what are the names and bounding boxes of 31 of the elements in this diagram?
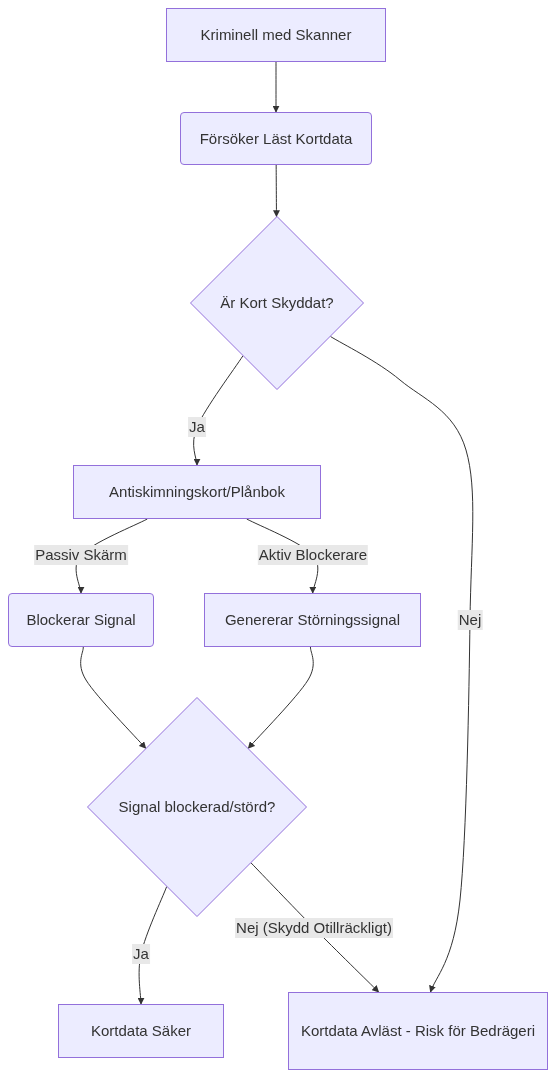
node-text: Signal blockerad/störd? <box>117 797 277 817</box>
arrow <box>272 61 280 113</box>
edge-label: Passiv Skärm <box>34 545 128 565</box>
node-text: Blockerar Signal <box>25 610 137 630</box>
arrow <box>330 336 474 993</box>
node-text: Antiskimningskort/Plånbok <box>108 482 286 502</box>
arrow <box>193 355 244 466</box>
node-text: Är Kort Skyddat? <box>219 293 335 313</box>
arrow <box>137 886 168 1005</box>
node-text: Kriminell med Skanner <box>199 25 353 45</box>
edge-label: Nej <box>457 610 483 630</box>
process-box <box>58 1004 224 1058</box>
edge-label: Nej (Skydd Otillräckligt) <box>235 918 393 938</box>
arrow <box>272 164 280 218</box>
process-box <box>180 112 372 165</box>
node-text: Genererar Störningssignal <box>223 610 402 630</box>
edge-label: Ja <box>132 944 150 964</box>
arrow <box>80 646 147 749</box>
arrow <box>247 646 314 749</box>
process-box <box>204 593 421 647</box>
process-box <box>73 465 321 519</box>
decision-diamond <box>87 697 307 917</box>
node-text: Kortdata Avläst - Risk för Bedrägeri <box>300 1021 536 1041</box>
node-text: Försöker Läst Kortdata <box>198 128 354 149</box>
process-box <box>166 8 386 62</box>
process-box <box>288 992 548 1070</box>
decision-diamond <box>190 216 364 390</box>
process-box <box>8 593 154 647</box>
node-text: Kortdata Säker <box>89 1021 193 1041</box>
edge-label: Aktiv Blockerare <box>257 545 369 565</box>
edge-label: Ja <box>188 417 206 437</box>
